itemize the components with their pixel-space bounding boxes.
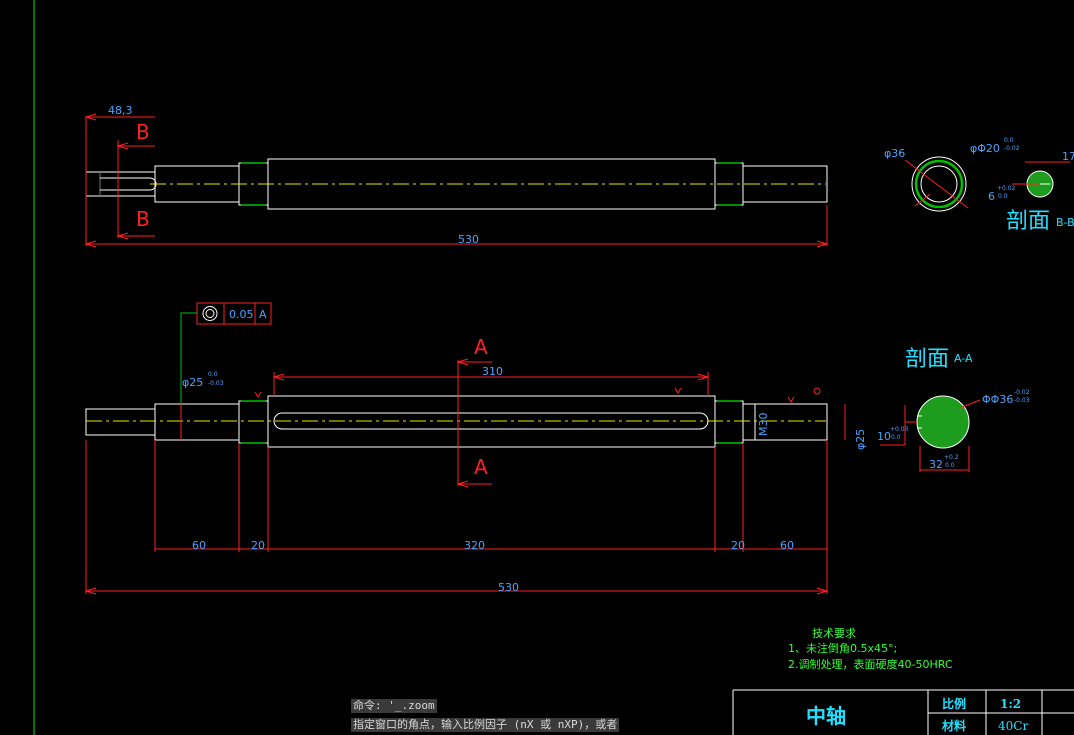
top-keyway-offset: 48,3 [108, 104, 133, 117]
bb-width-label: 17 [1062, 150, 1074, 163]
section-mark-a-top: A [474, 335, 488, 359]
dim-phi25-right: φ25 [854, 429, 867, 450]
dim-20-left: 20 [251, 539, 265, 552]
command-prompt-line[interactable]: 指定窗口的角点，输入比例因子 (nX 或 nXP)，或者 [351, 718, 620, 732]
aa-phi36-tol-top: -0.02 [1014, 389, 1030, 396]
top-view-chamfer-marks [241, 162, 741, 206]
command-history-line: 命令: '_.zoom [351, 699, 437, 713]
title-scale-value: 1:2 [1000, 697, 1021, 711]
gdt-datum: A [259, 308, 267, 321]
bb-depth-tol-top: +0.02 [997, 185, 1016, 192]
bb-section-title: 剖面 [1006, 209, 1050, 234]
bb-section-suffix: B-B [1056, 216, 1074, 229]
dim-m30-thread: M30 [757, 413, 770, 437]
section-aa-view [880, 395, 981, 472]
bottom-view-chamfer-marks [241, 400, 741, 444]
aa-depth-tol-top: +0.2 [944, 454, 959, 461]
title-scale-label: 比例 [942, 696, 966, 711]
bottom-overall-length: 530 [498, 581, 519, 594]
aa-section-title: 剖面 [905, 347, 949, 372]
title-material-label: 材料 [941, 718, 966, 733]
aa-width-label: 10 [877, 430, 891, 443]
dim-320: 320 [464, 539, 485, 552]
bb-phi36-label: φ36 [884, 147, 905, 160]
aa-depth-label: 32 [929, 458, 943, 471]
aa-depth-tol-bot: 0.0 [945, 462, 955, 469]
top-dimensions [84, 113, 829, 248]
title-part-name: 中轴 [806, 704, 846, 728]
gdt-leader [180, 312, 197, 404]
aa-width-tol-top: +0.03 [890, 426, 909, 433]
aa-phi36-label: ΦΦ36 [982, 393, 1013, 406]
title-material-value: 40Cr [998, 719, 1028, 733]
aa-width-tol-bot: 0.0 [891, 434, 901, 441]
bb-phi20-tol-top: 0.0 [1004, 137, 1014, 144]
bb-phi20-label: φΦ20 [970, 142, 1000, 155]
section-mark-b-bottom: B [136, 207, 150, 231]
title-block [732, 689, 1074, 735]
tech-notes-title: 技术要求 [812, 627, 856, 640]
gdt-value: 0.05 [229, 308, 254, 321]
dim-phi25-tol-top: 0.0 [208, 371, 218, 378]
bb-depth-label: 6 [988, 190, 995, 203]
tech-note-2: 2.调制处理，表面硬度40-50HRC [788, 657, 953, 671]
bb-depth-tol-bot: 0.0 [998, 193, 1008, 200]
bb-phi20-tol-bot: -0.02 [1004, 145, 1020, 152]
dim-310: 310 [482, 365, 503, 378]
bottom-dimensions [84, 358, 846, 595]
dim-60-left: 60 [192, 539, 206, 552]
dim-phi25-tol-bot: -0.03 [208, 380, 224, 387]
aa-section-suffix: A-A [954, 352, 973, 365]
tech-note-1: 1、未注倒角0.5x45°; [788, 641, 897, 655]
dim-20-right: 20 [731, 539, 745, 552]
aa-phi36-tol-bot: -0.03 [1014, 397, 1030, 404]
section-mark-b-top: B [136, 120, 150, 144]
surface-finish-marks [254, 387, 821, 403]
section-bb-view [904, 156, 1070, 212]
section-mark-a-bottom: A [474, 455, 488, 479]
dim-phi25-left: φ25 [182, 376, 203, 389]
top-overall-length: 530 [458, 233, 479, 246]
dim-60-right: 60 [780, 539, 794, 552]
